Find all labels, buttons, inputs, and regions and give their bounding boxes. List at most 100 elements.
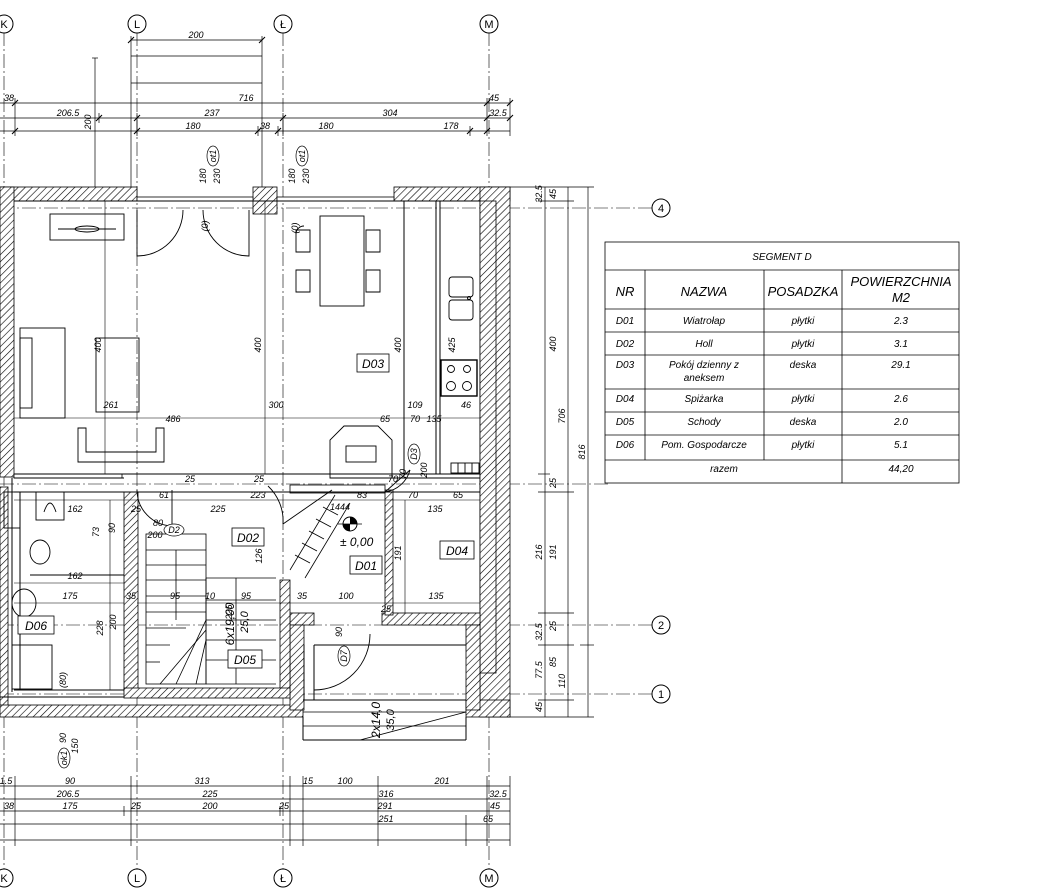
door-d2-height: 200 xyxy=(146,530,162,540)
table-cell-nr: D04 xyxy=(616,394,635,405)
table-title: SEGMENT D xyxy=(752,252,811,263)
dim-int-12: 46 xyxy=(461,400,471,410)
dim-top-r1-c: 45 xyxy=(489,93,500,103)
table-cell-posadzka: płytki xyxy=(791,339,816,350)
dim-int-9: 109 xyxy=(407,400,422,410)
level-mark-text: ± 0,00 xyxy=(340,535,374,549)
table-cell-nazwa: Pokój dzienny z xyxy=(669,360,739,371)
dim-int-42: 70 xyxy=(388,474,398,484)
dim-right-2: 45 xyxy=(548,188,558,199)
dim-int-29: 95 xyxy=(241,591,252,601)
ot1-a-height: 180 xyxy=(198,168,208,183)
dim-int-1: 400 xyxy=(93,337,103,352)
room-outlines xyxy=(0,200,480,741)
dim-right-706: 706 xyxy=(557,408,567,423)
dim-top-r2-b: 237 xyxy=(203,108,220,118)
dim-int-35: 25 xyxy=(130,504,142,514)
door-80-label: (80) xyxy=(58,672,68,688)
ot1-b-height: 180 xyxy=(287,168,297,183)
dim-int-8: 65 xyxy=(380,414,391,424)
dim-int-14: 73 xyxy=(91,527,101,537)
room-label-d05: D05 xyxy=(234,653,256,667)
window-ok1-label: ok1 xyxy=(59,751,69,766)
table-cell-posadzka: płytki xyxy=(791,394,816,405)
table-cell-nr: D02 xyxy=(616,339,635,350)
dim-bot-r2-c: 316 xyxy=(378,789,393,799)
table-header-m2: M2 xyxy=(892,290,911,305)
top-dim-ticks xyxy=(11,36,514,135)
opening-labels: ot1 180 230 ot1 180 230 (0) (0) D3 200 7… xyxy=(57,145,429,769)
door-d7-width: 90 xyxy=(334,627,344,637)
axis-label-m-bottom: M xyxy=(484,873,493,885)
door-d7-label: D7 xyxy=(339,649,349,661)
dim-int-34: 191 xyxy=(393,545,403,560)
table-cell-posadzka: płytki xyxy=(791,316,816,327)
dim-int-2: 400 xyxy=(253,337,263,352)
door-d2-label: D2 xyxy=(168,525,180,535)
dim-bot-r3-e: 25 xyxy=(278,801,290,811)
axis-label-k: K xyxy=(0,19,8,31)
dim-bot-r3-b: 175 xyxy=(62,801,78,811)
ot1-label-b: ot1 xyxy=(297,150,307,163)
stairs-lower-label-2: 35,0 xyxy=(385,708,397,730)
dim-int-30: 35 xyxy=(297,591,308,601)
stairs-lower-label: 2x14,0 xyxy=(369,702,383,739)
axis-bubble-l: L L xyxy=(127,14,147,888)
axis-label-1: 1 xyxy=(658,689,664,701)
dim-int-20: 61 xyxy=(159,490,169,500)
table-cell-nazwa: Wiatrołap xyxy=(683,316,726,327)
table-cell-nazwa: Schody xyxy=(687,417,721,428)
dim-int-28: 10 xyxy=(205,591,215,601)
table-total-label: razem xyxy=(710,464,738,475)
dim-right-7: 25 xyxy=(548,620,558,632)
dim-int-18: 228 xyxy=(95,620,105,636)
table-row: D06 Pom. Gospodarcze płytki 5.1 xyxy=(616,440,908,451)
room-label-d06: D06 xyxy=(25,619,47,633)
stairs-main-label: 6x19,00 xyxy=(223,602,237,645)
dim-right-8: 32.5 xyxy=(534,622,544,641)
dim-right-5: 216 xyxy=(534,544,544,560)
table-cell-nazwa: Pom. Gospodarcze xyxy=(661,440,747,451)
room-schedule-table xyxy=(604,241,960,484)
dim-bot-r2-a: 206.5 xyxy=(56,789,81,799)
table-cell-area: 5.1 xyxy=(894,440,908,451)
dim-int-39: 25 xyxy=(380,604,392,614)
dim-top-bay: 200 xyxy=(187,30,203,40)
dim-bot-r1-f: 201 xyxy=(433,776,449,786)
ot1-label-a: ot1 xyxy=(208,150,218,163)
ot1-b-width: 230 xyxy=(301,168,311,184)
dim-bot-r3-c: 25 xyxy=(130,801,142,811)
walls xyxy=(0,186,511,718)
table-cell-posadzka: deska xyxy=(790,417,817,428)
dim-bot-r3-g: 45 xyxy=(490,801,501,811)
axis-label-l-stroke: Ł xyxy=(280,19,286,31)
dim-bot-r1-e: 100 xyxy=(337,776,352,786)
dim-bot-r2-d: 32.5 xyxy=(489,789,508,799)
table-cell-nazwa: Holl xyxy=(695,339,713,350)
table-cell-nr: D01 xyxy=(616,316,634,327)
dim-int-40: 225 xyxy=(224,604,234,621)
dim-int-5: 261 xyxy=(102,400,118,410)
stairs-main-label-2: 25,0 xyxy=(239,610,251,633)
dim-top-r2-a: 206.5 xyxy=(56,108,81,118)
dim-top-r1-a: 38 xyxy=(4,93,14,103)
dim-right-1: 32.5 xyxy=(534,184,544,203)
dim-right-10: 77.5 xyxy=(534,660,544,679)
dim-top-left-stub: 200 xyxy=(83,114,93,130)
dim-top-r3-d: 178 xyxy=(443,121,458,131)
dim-int-38: 25 xyxy=(253,474,265,484)
table-cell-posadzka: płytki xyxy=(791,440,816,451)
dim-right-9: 85 xyxy=(548,656,558,667)
dim-top-r3-b: 38 xyxy=(260,121,270,131)
axis-label-m: M xyxy=(484,19,493,31)
right-dimensions xyxy=(510,186,594,718)
dim-int-6: 486 xyxy=(165,414,180,424)
dim-int-25: 65 xyxy=(453,490,464,500)
dim-right-11: 45 xyxy=(534,701,544,712)
dim-int-19: 200 xyxy=(108,614,118,630)
dim-int-11: 135 xyxy=(426,414,442,424)
axis-label-l: L xyxy=(134,19,140,31)
dim-int-15: 90 xyxy=(107,523,117,533)
axis-bubble-l-stroke: Ł Ł xyxy=(273,14,293,888)
